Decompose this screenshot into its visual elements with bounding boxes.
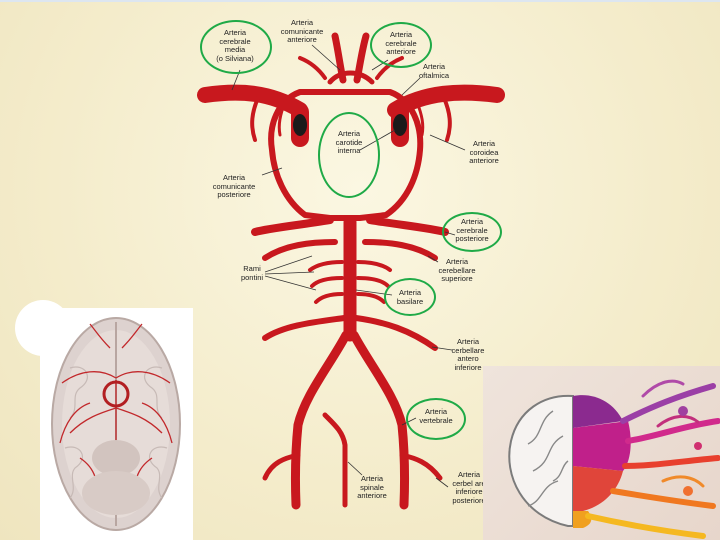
mca-branch-right-1 (442, 96, 452, 142)
anterior-spinal-artery (322, 412, 348, 508)
middle-cerebral-artery-left (197, 84, 308, 118)
ring-cerebrale-posteriore (442, 212, 502, 252)
superior-cerebellar-right (362, 239, 438, 261)
leader-cerebellare-superiore (427, 255, 439, 263)
mca-branch-right-2 (415, 100, 425, 137)
postero-inferior-cerebellar-right (399, 452, 443, 481)
antero-inferior-cerebellar-right (353, 315, 438, 351)
leader-postero-inferiore (435, 477, 449, 488)
brain-photo-badge (15, 300, 71, 356)
leader-comunicante-anteriore (311, 44, 341, 71)
leader-comunicante-posteriore (261, 167, 283, 176)
leader-coroidea-anteriore (429, 134, 466, 151)
posterior-cerebral-artery-right (366, 216, 449, 236)
label-arteria-cerebellare-postero-inferiore: Arteria cerbel are inferiore posteriore (452, 470, 486, 505)
top-border (0, 0, 720, 2)
pontine-branch-right-2 (356, 276, 390, 288)
pontine-branch-right-3 (356, 292, 386, 304)
brain-base-photo (40, 308, 193, 540)
label-arteria-cerebellare-superiore: Arteria cerebellare superiore (438, 257, 476, 283)
ring-cerebrale-anteriore (370, 22, 432, 68)
colorful-brain-illustration (483, 366, 720, 540)
label-arteria-cerebrale-media: Arteria cerebrale media (o Silviana) (216, 28, 254, 63)
label-arteria-comunicante-anteriore: Arteria comunicante anteriore (280, 18, 324, 44)
label-arteria-spinale-anteriore: Arteria spinale anteriore (357, 474, 387, 500)
ring-cerebrale-media (200, 20, 272, 74)
leader-pontini-1 (264, 255, 313, 273)
pontine-branch-left-2 (310, 276, 344, 288)
antero-inferior-cerebellar-left (262, 315, 347, 341)
leader-pontini-2 (264, 271, 315, 275)
anterior-communicating-artery (327, 70, 375, 85)
label-rami-pontini: Rami pontini (240, 264, 264, 282)
label-arteria-comunicante-posteriore: Arteria comunicante posteriore (212, 173, 256, 199)
carotid-opening-left (293, 114, 307, 136)
leader-pontini-3 (264, 275, 317, 291)
carotid-opening-right (393, 114, 407, 136)
pontine-branch-right-1 (356, 260, 392, 272)
vertebral-artery-left (290, 330, 351, 510)
label-arteria-cerebrale-anteriore: Arteria cerebrale anteriore (385, 30, 417, 56)
leader-oftalmica (401, 77, 421, 96)
label-arteria-cerebellare-antero-inferiore: Arteria cerbellare antero inferiore (451, 337, 485, 372)
anterior-branch-left (298, 56, 327, 80)
label-arteria-vertebrale: Arteria vertebrale (419, 407, 453, 425)
leader-spinale-anteriore (347, 461, 363, 476)
label-arteria-basilare: Arteria basilare (396, 288, 424, 306)
label-arteria-coroidea-anteriore: Arteria coroidea anteriore (469, 139, 499, 165)
posterior-cerebral-artery-left (251, 216, 334, 236)
pontine-branch-left-1 (308, 260, 344, 272)
leader-antero-inferiore (431, 346, 453, 351)
label-arteria-carotide-interna: Arteria carotide interna (335, 129, 363, 155)
postero-inferior-cerebellar-left (262, 452, 301, 481)
mca-branch-left-2 (277, 100, 287, 137)
label-arteria-oftalmica: Arteria oftalmica (418, 62, 449, 80)
ring-vertebrale (406, 398, 466, 440)
pontine-branch-left-3 (314, 292, 344, 304)
ring-carotide-interna (318, 112, 380, 198)
ring-basilare (384, 278, 436, 316)
superior-cerebellar-left (262, 239, 338, 261)
label-arteria-cerebrale-posteriore: Arteria cerebrale posteriore (455, 217, 489, 243)
mca-branch-left-1 (250, 96, 260, 142)
